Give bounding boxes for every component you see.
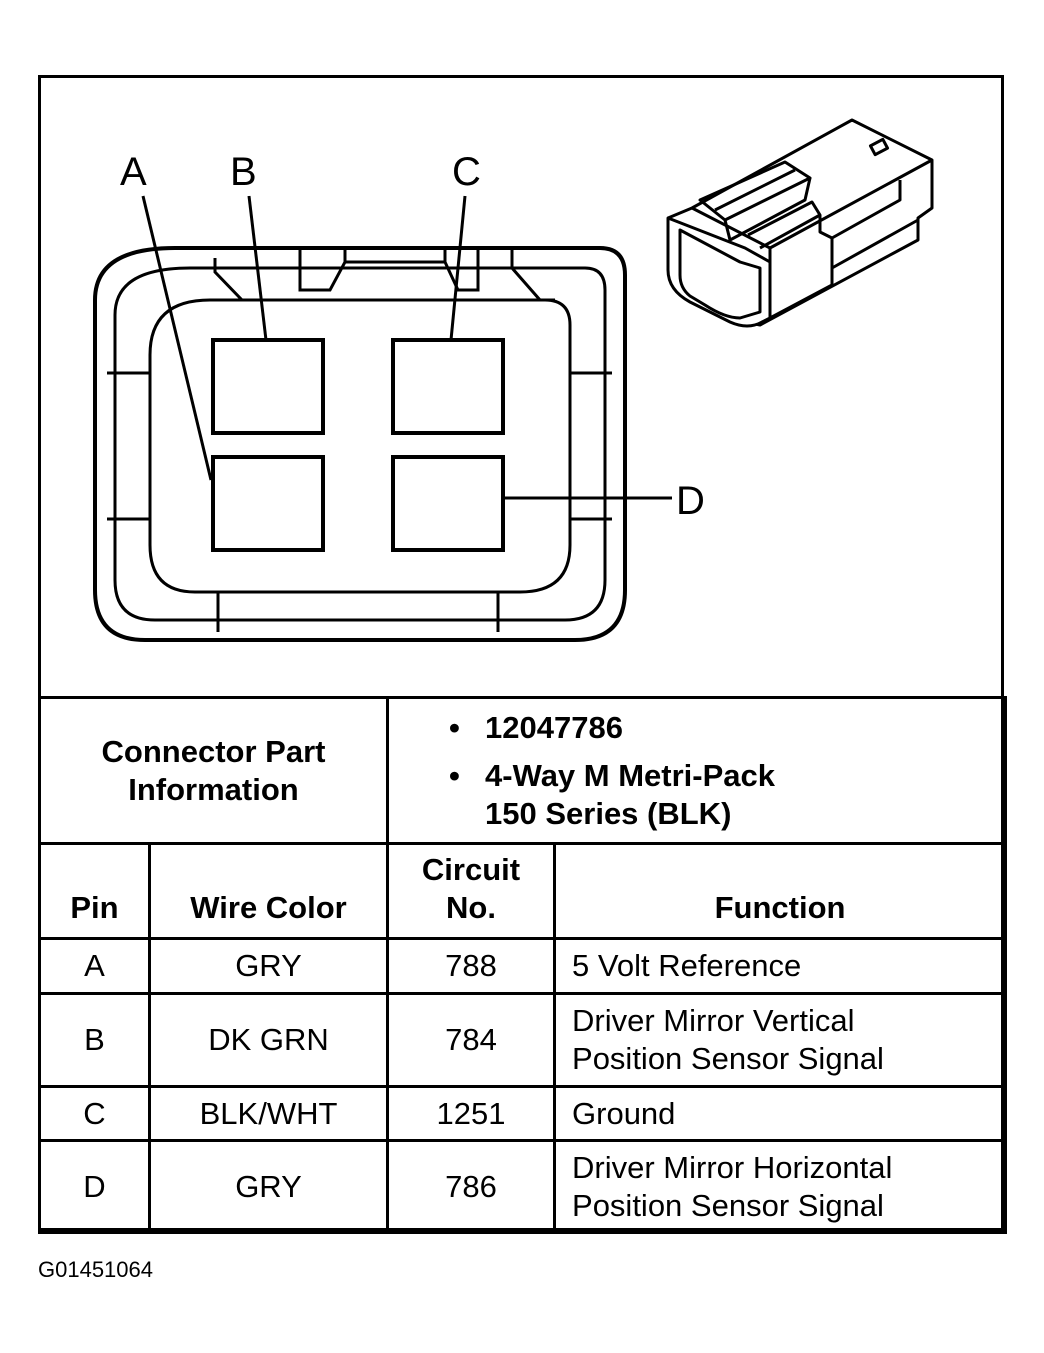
wire-color-cell: DK GRN: [147, 992, 390, 1088]
connector-diagram: A B C D: [93, 118, 934, 642]
header-function: Function: [553, 842, 1008, 940]
table-row: D GRY 786 Driver Mirror Horizontal Posit…: [38, 1139, 1008, 1234]
part-number-bullet: •12047786: [449, 709, 623, 745]
wire-color-cell: GRY: [147, 937, 390, 995]
header-pin: Pin: [38, 842, 151, 940]
leader-b: [247, 195, 268, 341]
table-row: C BLK/WHT 1251 Ground: [38, 1085, 1008, 1142]
function-cell: Ground: [553, 1085, 1008, 1142]
connector-part-values: •12047786 • 4-Way M Metri-Pack 150 Serie…: [386, 696, 1008, 845]
function-cell: Driver Mirror Horizontal Position Sensor…: [553, 1139, 1008, 1234]
connector-type-bullet: • 4-Way M Metri-Pack 150 Series (BLK): [449, 757, 776, 831]
connector-part-label: Connector Part Information: [37, 696, 390, 845]
connector-part-row: Connector Part Information •12047786 • 4…: [37, 696, 1008, 845]
pin-cell: C: [38, 1085, 151, 1142]
wire-color-cell: GRY: [147, 1139, 390, 1234]
leader-lines: [141, 195, 672, 500]
pin-cavity-d: [391, 455, 505, 552]
pin-cell: D: [38, 1139, 151, 1234]
leader-a: [141, 195, 213, 481]
pin-label-d: D: [676, 479, 705, 523]
pin-cavity-c: [391, 338, 505, 435]
pin-cavities: [211, 338, 505, 552]
header-circuit-no: Circuit No.: [386, 842, 557, 940]
figure-id: G01451064: [38, 1257, 153, 1282]
connector-info-table: Connector Part Information •12047786 • 4…: [37, 696, 1008, 1234]
circuit-cell: 1251: [386, 1085, 557, 1142]
connector-illustration: [666, 118, 934, 328]
pin-label-a: A: [120, 150, 147, 194]
pin-label-c: C: [452, 150, 481, 194]
pin-cavity-b: [211, 338, 325, 435]
pin-cavity-a: [211, 455, 325, 552]
function-cell: 5 Volt Reference: [553, 937, 1008, 995]
circuit-cell: 786: [386, 1139, 557, 1234]
table-header-row: Pin Wire Color Circuit No. Function: [38, 842, 1008, 940]
wire-color-cell: BLK/WHT: [147, 1085, 390, 1142]
leader-c: [449, 195, 467, 341]
function-cell: Driver Mirror Vertical Position Sensor S…: [553, 992, 1008, 1088]
table-row: B DK GRN 784 Driver Mirror Vertical Posi…: [38, 992, 1008, 1088]
pin-label-b: B: [230, 150, 257, 194]
header-wire-color: Wire Color: [147, 842, 390, 940]
table-row: A GRY 788 5 Volt Reference: [38, 937, 1008, 995]
circuit-cell: 788: [386, 937, 557, 995]
pin-cell: B: [38, 992, 151, 1088]
connector-face: [93, 246, 627, 642]
pin-cell: A: [38, 937, 151, 995]
circuit-cell: 784: [386, 992, 557, 1088]
